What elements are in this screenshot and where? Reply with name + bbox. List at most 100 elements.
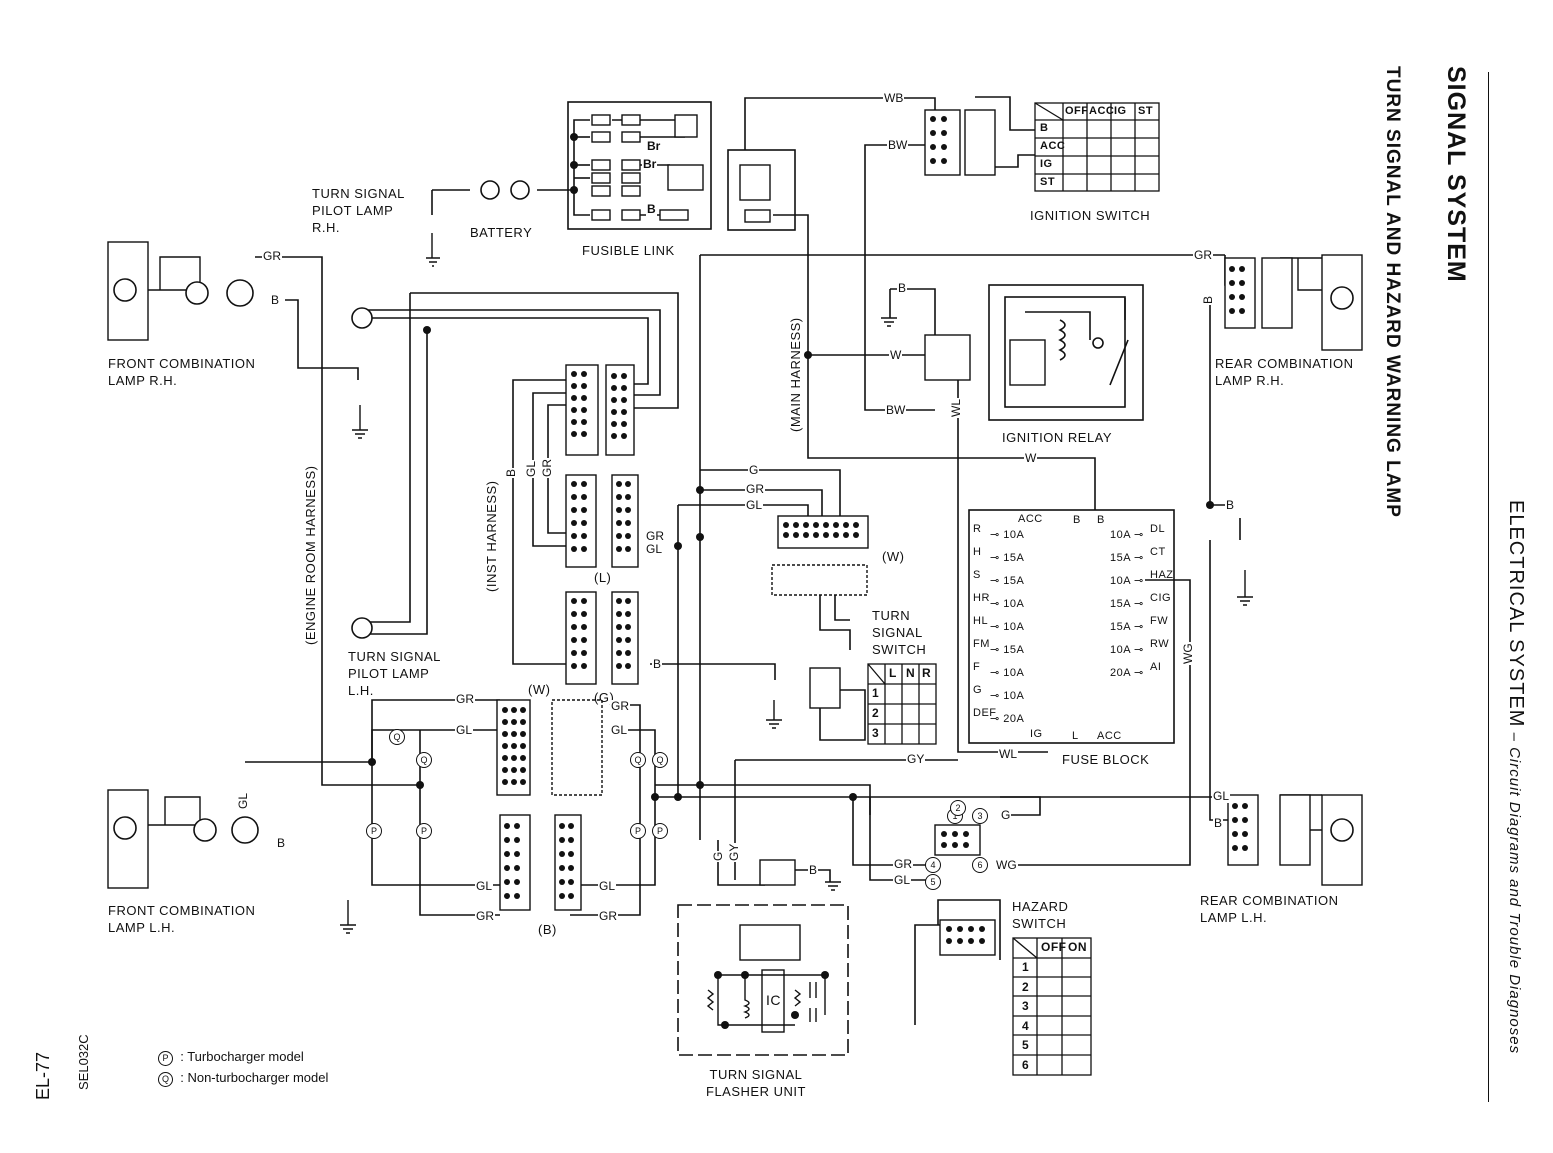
- connector-pin: [833, 522, 839, 528]
- fuse-rating: 15A ⊸: [1110, 552, 1144, 564]
- legend-item-q: Q : Non-turbocharger model: [158, 1067, 328, 1088]
- front-rh-label: FRONT COMBINATION LAMP R.H.: [108, 355, 255, 389]
- connector-pin: [581, 663, 587, 669]
- conn-W-switch: [777, 515, 869, 549]
- wire-label: W: [1024, 451, 1038, 465]
- connector-pin: [581, 533, 587, 539]
- fuse-name: F: [973, 661, 981, 673]
- connector-pin: [1242, 845, 1248, 851]
- connector-pin: [504, 823, 510, 829]
- connector-pin: [1229, 280, 1235, 286]
- connector-pin: [941, 116, 947, 122]
- connector-pin: [957, 926, 963, 932]
- chapter-title: ELECTRICAL SYSTEM – Circuit Diagrams and…: [1504, 500, 1527, 1054]
- fuse-top-b1: B: [1073, 514, 1081, 526]
- ts-row-label: 2: [872, 706, 880, 720]
- wire-label: WL: [998, 747, 1018, 761]
- connector-pin: [625, 663, 631, 669]
- connector-pin: [783, 522, 789, 528]
- connector-pin: [1242, 803, 1248, 809]
- wire-label: GL: [745, 498, 764, 512]
- connector-pin: [520, 755, 526, 761]
- connector-pin: [968, 938, 974, 944]
- connector-pin: [502, 755, 508, 761]
- tag-L: (L): [594, 570, 612, 585]
- flasher-label: TURN SIGNAL FLASHER UNIT: [706, 1066, 806, 1100]
- tag-W1: (W): [528, 682, 551, 697]
- wire-label: B: [646, 202, 657, 216]
- wire-b-rear-rh: [1209, 300, 1225, 506]
- ignition-col-label: ACC: [1089, 105, 1115, 117]
- wire-pilot-loop: [365, 309, 661, 396]
- connector-pin: [571, 624, 577, 630]
- ignition-row-label: ACC: [1040, 140, 1066, 152]
- conn-P-1: [565, 591, 597, 685]
- pilot-lh-line: PILOT LAMP: [348, 666, 430, 681]
- connector-pin: [625, 494, 631, 500]
- wire-label: BW: [887, 138, 909, 152]
- front-rh-bulb: [113, 278, 137, 302]
- ignition-col-label: IG: [1114, 105, 1127, 117]
- connector-pin: [504, 879, 510, 885]
- fuse-rating: ⊸ 10A: [990, 621, 1025, 633]
- connector-pin: [611, 397, 617, 403]
- connector-pin: [511, 767, 517, 773]
- battery-neg: [480, 180, 500, 200]
- connector-pin: [559, 865, 565, 871]
- wire-label: WL: [949, 398, 963, 418]
- connector-pin: [571, 494, 577, 500]
- wire-label: B: [276, 836, 287, 850]
- pilot-rh-bulb: [351, 307, 373, 329]
- connector-pin: [621, 397, 627, 403]
- wire-bus: [655, 796, 1041, 816]
- ignition-col-label: ST: [1138, 105, 1154, 117]
- connector-pin: [581, 507, 587, 513]
- inst-harness-label: (INST HARNESS): [484, 480, 499, 593]
- connector-pin: [1232, 845, 1238, 851]
- connector-pin: [625, 611, 631, 617]
- connector-pin: [514, 879, 520, 885]
- connector-pin: [571, 383, 577, 389]
- rear-rh-line: LAMP R.H.: [1215, 373, 1285, 388]
- connector-pin: [952, 831, 958, 837]
- circled-mark: Q: [630, 752, 646, 768]
- connector-pin: [520, 779, 526, 785]
- pilot-rh-line: R.H.: [312, 220, 340, 235]
- legend: P : Turbocharger model Q : Non-turbochar…: [158, 1046, 328, 1088]
- connector-pin: [571, 371, 577, 377]
- connector-pin: [625, 598, 631, 604]
- wire-ign-1: [975, 96, 1035, 131]
- ts-switch-line: TURN: [872, 608, 911, 623]
- connector-pin: [793, 522, 799, 528]
- pilot-lh-bulb: [351, 617, 373, 639]
- fuse-name: DEF: [973, 707, 997, 719]
- connector-pin: [511, 731, 517, 737]
- ignition-relay-inner: [1004, 296, 1126, 408]
- wire-fl-1: [573, 119, 590, 190]
- wire-label: Br: [646, 139, 662, 153]
- ts-col-label: L: [889, 666, 897, 680]
- wire-label: GL: [455, 723, 474, 737]
- ts-col-label: R: [922, 666, 932, 680]
- connector-pin: [504, 837, 510, 843]
- circled-mark: 6: [972, 857, 988, 873]
- wire-label: GL: [475, 879, 494, 893]
- connector-pin: [514, 893, 520, 899]
- connector-pin: [616, 481, 622, 487]
- connector-pin: [502, 767, 508, 773]
- conn-B-2: [554, 814, 582, 911]
- connector-pin: [941, 158, 947, 164]
- connector-pin: [559, 893, 565, 899]
- wire-label: GY: [727, 842, 741, 862]
- connector-pin: [504, 893, 510, 899]
- wire-pilot-lh: [365, 293, 411, 623]
- rear-rh-line: REAR COMBINATION: [1215, 356, 1354, 371]
- connector-pin: [511, 779, 517, 785]
- wire-label: GL: [236, 791, 250, 810]
- legend-mark: P: [158, 1051, 173, 1066]
- fuse-name: HR: [973, 592, 990, 604]
- ts-col-label: N: [906, 666, 916, 680]
- battery-pos: [510, 180, 530, 200]
- front-lh-frame: [148, 796, 201, 826]
- connector-pin: [571, 419, 577, 425]
